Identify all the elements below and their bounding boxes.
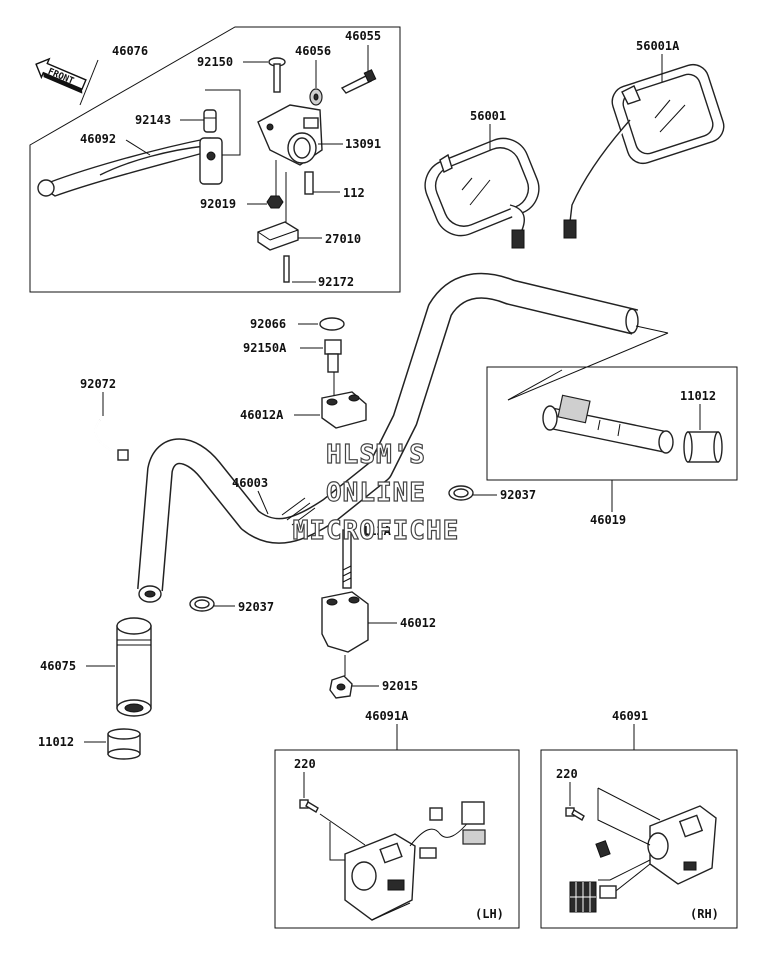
label-46003: 46003 [232,476,268,490]
label-27010: 27010 [325,232,361,246]
label-46076: 46076 [112,44,148,58]
end-cap-11012-lower [107,728,141,760]
mirror-56001 [424,137,540,249]
bolt-92150 [268,57,286,93]
watermark-line-1: HLSM'S [326,440,426,470]
screw-220-lh [299,799,319,813]
washer-46056 [309,88,323,106]
label-46091A: 46091A [365,709,409,723]
lever-assembly-frame [29,26,401,293]
label-220-lh: 220 [294,757,316,771]
label-112: 112 [343,186,365,200]
holder-46012 [321,591,369,653]
bolt-112 [304,171,314,195]
label-92150: 92150 [197,55,233,69]
label-220-rh: 220 [556,767,578,781]
nut-92019 [266,195,284,209]
label-46075: 46075 [40,659,76,673]
nut-92015 [329,675,353,699]
throttle-grip-46019 [542,394,674,454]
clamp-92037-upper [448,485,474,501]
bolt-112A [342,529,352,589]
lever-holder-13091 [257,104,323,166]
label-92037-upper: 92037 [500,488,536,502]
label-46012A: 46012A [240,408,284,422]
right-handlebar-switch [569,805,717,913]
cap-92066 [319,317,345,331]
clamp-92037-lower [189,596,215,612]
pin-92143 [203,109,217,133]
label-46012: 46012 [400,616,436,630]
label-92019: 92019 [200,197,236,211]
holder-46012A [321,391,367,429]
rh-switch-frame [540,749,738,929]
label-11012-upper: 11012 [680,389,716,403]
screw-46055 [340,69,377,94]
watermark: HLSM'S ONLINE MICROFICHE [292,439,460,546]
label-56001A: 56001A [636,39,680,53]
screw-220-rh [565,807,585,821]
screw-92172 [283,255,290,283]
label-lh: (LH) [475,907,504,921]
label-92150A: 92150A [243,341,287,355]
bolt-92150A [324,339,342,373]
label-92172: 92172 [318,275,354,289]
label-92015: 92015 [382,679,418,693]
label-46019: 46019 [590,513,626,527]
label-rh: (RH) [690,907,719,921]
switch-27010 [257,221,299,251]
label-11012-lower: 11012 [38,735,74,749]
grip-46075 [116,617,152,717]
label-92066: 92066 [250,317,286,331]
watermark-line-3: MICROFICHE [293,516,460,546]
label-46092: 46092 [80,132,116,146]
label-112A: 112A [362,524,392,538]
band-92072 [94,419,129,461]
watermark-line-2: ONLINE [326,478,426,508]
label-46091: 46091 [612,709,648,723]
front-arrow-icon: FRONT [35,57,87,94]
label-46055: 46055 [345,29,381,43]
label-92072: 92072 [80,377,116,391]
throttle-grip-frame [486,366,738,481]
label-13091: 13091 [345,137,381,151]
label-92143: 92143 [135,113,171,127]
label-92037-lower: 92037 [238,600,274,614]
handlebar-46003 [137,272,639,603]
left-handlebar-switch [344,801,486,921]
end-cap-11012-upper [683,431,723,463]
lh-switch-frame [274,749,520,929]
mirror-56001A [563,63,725,239]
label-56001: 56001 [470,109,506,123]
clutch-lever [37,137,223,197]
label-46056: 46056 [295,44,331,58]
